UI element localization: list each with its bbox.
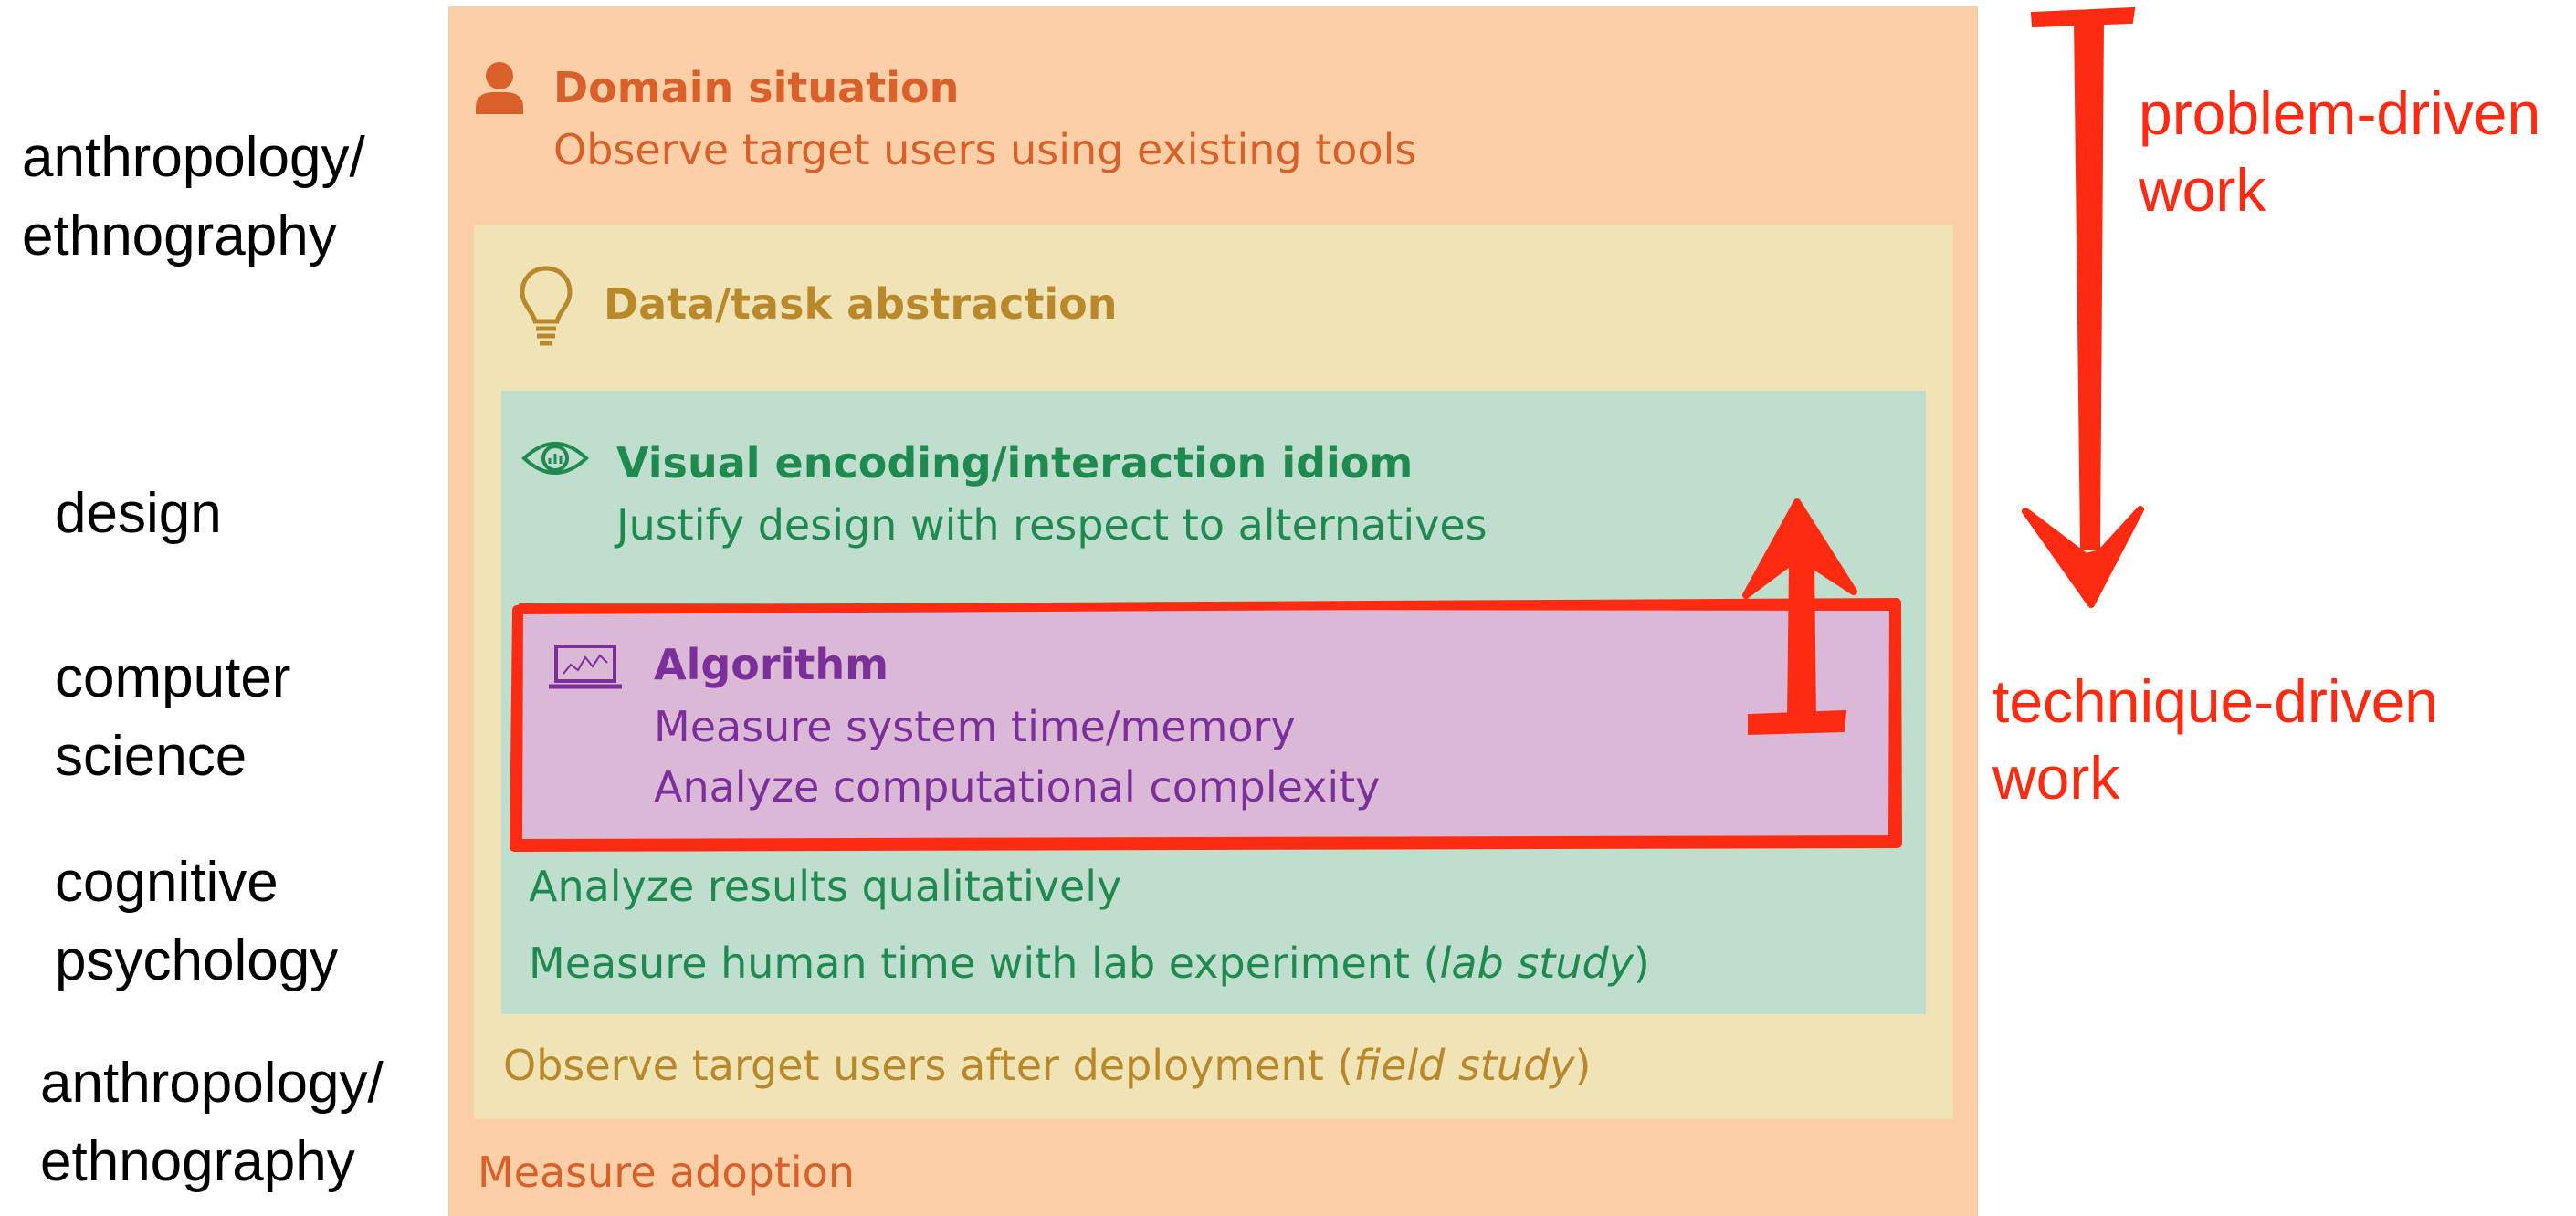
domain-title: Domain situation (553, 63, 960, 112)
label-design-line: design (55, 482, 222, 545)
idiom-lab-study: Measure human time with lab experiment (… (529, 938, 1650, 988)
label-computer-science: computer science (55, 639, 290, 796)
abstraction-field-em: field study (1353, 1041, 1575, 1090)
label-anthropology-bottom: anthropology/ ethnography (40, 1044, 384, 1201)
problem-driven-line1: problem-driven (2139, 79, 2541, 147)
algorithm-complexity: Analyze computational complexity (654, 762, 1381, 812)
person-icon (476, 62, 523, 114)
algorithm-measure: Measure system time/memory (654, 702, 1296, 751)
technique-driven-line1: technique-driven (1992, 667, 2438, 735)
idiom-title: Visual encoding/interaction idiom (616, 438, 1414, 487)
label-computer-science-line2: science (55, 725, 247, 788)
idiom-justify: Justify design with respect to alternati… (616, 500, 1488, 550)
idiom-lab-em: lab study (1439, 938, 1634, 988)
lightbulb-icon (520, 266, 573, 346)
technique-driven-line2: work (1992, 744, 2120, 812)
label-anthropology-top-line2: ethnography (22, 204, 337, 267)
eye-icon (521, 442, 589, 475)
abstraction-title: Data/task abstraction (604, 279, 1118, 329)
label-anthropology-bottom-line1: anthropology/ (40, 1052, 384, 1115)
domain-observe: Observe target users using existing tool… (553, 125, 1417, 174)
technique-driven-arrow (1742, 498, 1857, 736)
idiom-qualitative: Analyze results qualitatively (529, 862, 1122, 911)
label-cognitive-psychology-line2: psychology (55, 929, 339, 992)
problem-driven-line2: work (2139, 156, 2266, 224)
label-cognitive-psychology-line1: cognitive (55, 851, 279, 914)
idiom-lab-suffix: ) (1633, 938, 1650, 988)
laptop-icon (549, 645, 622, 689)
algorithm-box: Algorithm Measure system time/memory Ana… (518, 607, 1892, 840)
problem-driven-arrow (2022, 6, 2144, 608)
algorithm-title: Algorithm (654, 640, 889, 689)
idiom-lab-prefix: Measure human time with lab experiment ( (529, 938, 1440, 988)
abstraction-field-suffix: ) (1574, 1041, 1592, 1090)
label-cognitive-psychology: cognitive psychology (55, 844, 338, 1001)
label-anthropology-top-line1: anthropology/ (22, 126, 365, 189)
problem-driven-label: problem-driven work (2139, 75, 2540, 228)
abstraction-field-prefix: Observe target users after deployment ( (503, 1041, 1354, 1090)
label-anthropology-bottom-line2: ethnography (40, 1130, 355, 1193)
algorithm-highlight-rect (510, 598, 1902, 852)
label-design: design (55, 475, 222, 553)
technique-driven-label: technique-driven work (1992, 663, 2438, 816)
label-computer-science-line1: computer (55, 646, 291, 709)
domain-measure-adoption: Measure adoption (478, 1148, 855, 1197)
label-anthropology-top: anthropology/ ethnography (22, 119, 365, 276)
abstraction-field-study: Observe target users after deployment (f… (503, 1041, 1591, 1090)
